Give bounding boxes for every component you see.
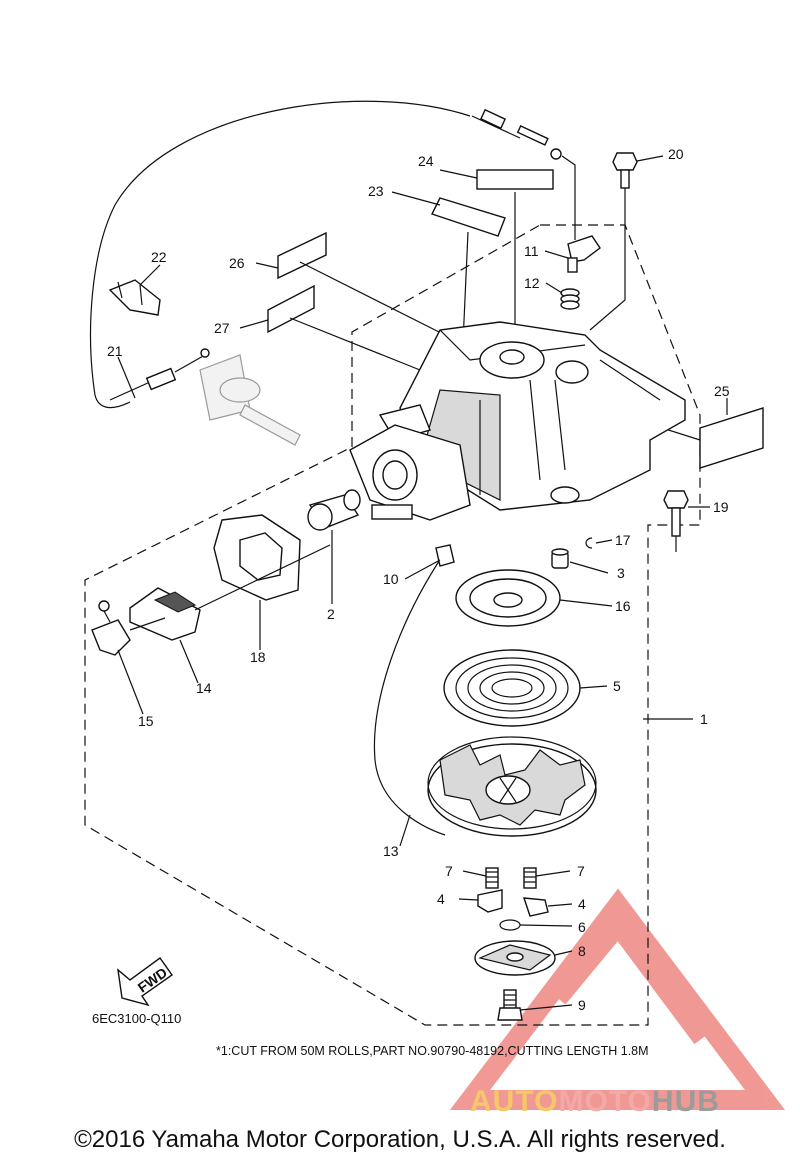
clip-17: [585, 537, 593, 549]
assembly-outline: [84, 224, 701, 1026]
callout-4b: 4: [578, 896, 586, 912]
watermark-word-auto: AUTO: [470, 1085, 559, 1118]
throttle-linkage-ghost: [199, 354, 301, 446]
leader-lines: [117, 155, 728, 1011]
starter-rope-10: [373, 544, 455, 836]
callout-8: 8: [578, 943, 586, 959]
clip-15: [91, 600, 131, 656]
spring-7-left: [485, 867, 499, 889]
clip-6: [499, 919, 521, 931]
drive-plate-8: [474, 940, 556, 976]
grommet-18: [213, 514, 301, 601]
callout-1: 1: [700, 711, 708, 727]
callout-14: 14: [196, 680, 212, 696]
callout-26: 26: [229, 255, 245, 271]
callout-6: 6: [578, 919, 586, 935]
footnote: *1:CUT FROM 50M ROLLS,PART NO.90790-4819…: [216, 1044, 649, 1058]
spring-5: [443, 649, 581, 727]
rope-guide: [349, 424, 471, 521]
diagram-code: 6EC3100-Q110: [92, 1011, 182, 1026]
watermark-word-moto: MOTO: [558, 1085, 652, 1118]
callout-17: 17: [615, 532, 631, 548]
collar-3: [551, 548, 569, 569]
callout-9: 9: [578, 997, 586, 1013]
callout-19: 19: [713, 499, 729, 515]
bolt-9: [497, 989, 523, 1021]
decal-24: [476, 169, 554, 330]
plate-16: [455, 569, 561, 627]
callout-10: 10: [383, 571, 399, 587]
callout-13: 13: [383, 843, 399, 859]
callout-25: 25: [714, 383, 730, 399]
callout-4a: 4: [437, 891, 445, 907]
spring-12: [560, 288, 580, 310]
callout-numbers: 1 2 3 4 4 5 6 7 7 8 9 10 11 12 13 14 15 …: [107, 146, 730, 1013]
handle-14: [129, 544, 331, 641]
decal-26: [277, 231, 446, 336]
callout-16: 16: [615, 598, 631, 614]
pulley-drum: [427, 736, 597, 837]
watermark-brand: AUTOMOTOHUB: [470, 1085, 720, 1119]
callout-23: 23: [368, 183, 384, 199]
callout-24: 24: [418, 153, 434, 169]
watermark-word-hub: HUB: [651, 1085, 720, 1118]
callout-20: 20: [668, 146, 684, 162]
fwd-arrow-icon: FWD: [117, 957, 173, 1007]
pawl-4-right: [522, 897, 549, 917]
callout-21: 21: [107, 343, 123, 359]
callout-5: 5: [613, 678, 621, 694]
callout-12: 12: [524, 275, 540, 291]
callout-18: 18: [250, 649, 266, 665]
copyright: ©2016 Yamaha Motor Corporation, U.S.A. A…: [74, 1126, 726, 1153]
callout-27: 27: [214, 320, 230, 336]
clamp-22: [108, 279, 161, 316]
cable-assembly: [90, 100, 576, 409]
callout-11: 11: [524, 243, 539, 259]
seal-2: [307, 489, 361, 531]
callout-15: 15: [138, 713, 154, 729]
callout-3: 3: [617, 565, 625, 581]
callout-7a: 7: [445, 863, 453, 879]
callout-22: 22: [151, 249, 167, 265]
lever-11: [567, 235, 601, 273]
callout-2: 2: [327, 606, 335, 622]
bolt-19: [663, 490, 689, 552]
watermark-logo: [449, 888, 786, 1110]
decal-27: [267, 284, 421, 371]
callout-7b: 7: [577, 863, 585, 879]
pawl-4-left: [477, 889, 503, 913]
spring-7-right: [523, 867, 537, 889]
cable-end-21: [109, 348, 210, 401]
bolt-20: [589, 152, 638, 331]
